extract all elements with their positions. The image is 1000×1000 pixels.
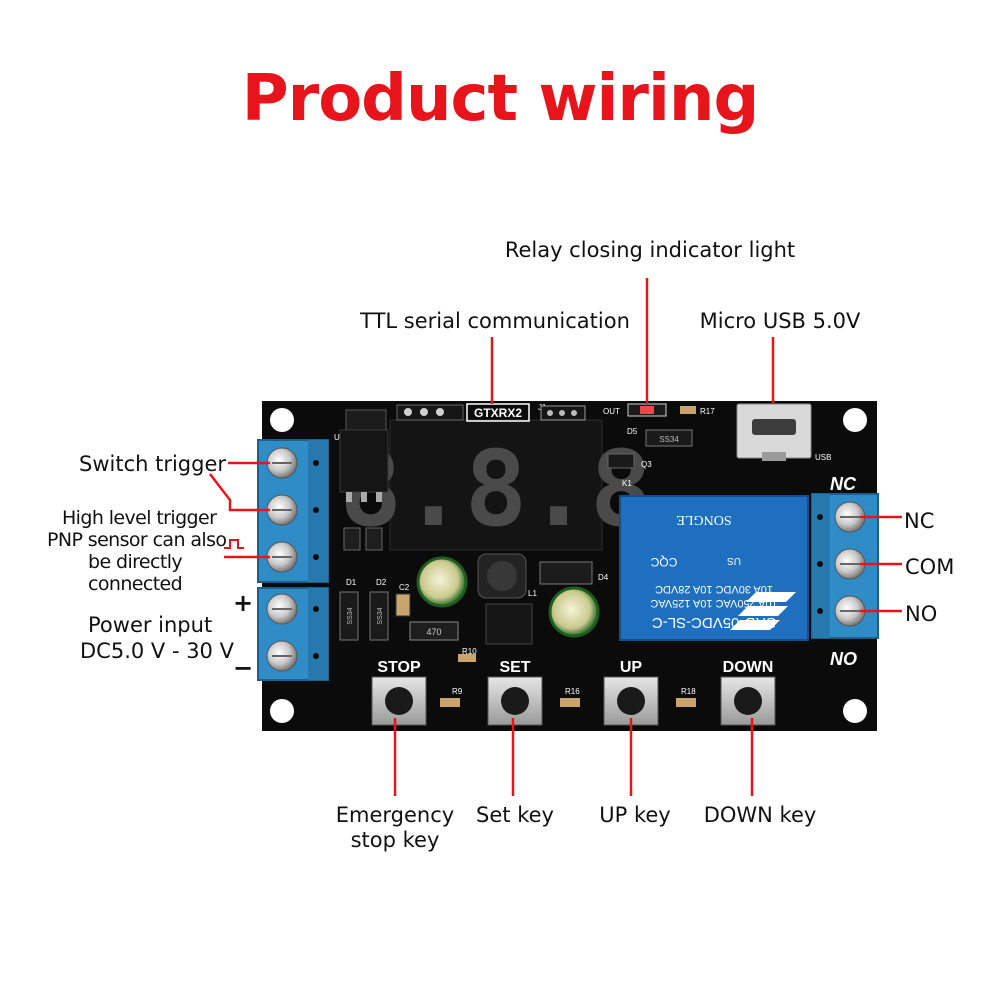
- svg-text:10A 30VDC 10A 28VDC: 10A 30VDC 10A 28VDC: [655, 583, 773, 595]
- ttl-header: [396, 404, 464, 421]
- micro-usb-label: Micro USB 5.0V: [699, 309, 861, 333]
- svg-text:R16: R16: [565, 687, 580, 696]
- nc-label: NC: [904, 509, 935, 533]
- svg-text:US: US: [727, 555, 741, 566]
- ss34-diode-b: [369, 591, 389, 641]
- nc-silkscreen: NC: [830, 474, 857, 494]
- header-label-box: [466, 403, 530, 422]
- down-button[interactable]: [720, 676, 776, 726]
- svg-text:K1: K1: [622, 479, 632, 488]
- set-key-label: Set key: [476, 803, 554, 827]
- power-range-label: DC5.0 V - 30 V: [80, 639, 234, 663]
- stop-silkscreen: STOP: [377, 659, 421, 676]
- svg-text:D4: D4: [598, 573, 609, 582]
- svg-text:CQC: CQC: [650, 555, 677, 569]
- svg-text:SS34: SS34: [377, 607, 384, 624]
- svg-text:D2: D2: [376, 578, 387, 587]
- mount-hole-bottom-right: [843, 699, 867, 723]
- svg-text:SONGLE: SONGLE: [676, 512, 731, 527]
- regulator-chip: [339, 429, 389, 493]
- ss34-diode-c: [645, 429, 693, 447]
- svg-text:L1: L1: [528, 589, 537, 598]
- svg-text:D1: D1: [346, 578, 357, 587]
- svg-text:470: 470: [426, 627, 441, 637]
- plus-sign: +: [233, 589, 254, 617]
- high-level-trigger-label: High level trigger: [62, 507, 217, 529]
- set-silkscreen: SET: [499, 659, 530, 676]
- display-digits: 8.8.8: [339, 428, 652, 550]
- no-label: NO: [905, 602, 938, 626]
- svg-text:U: U: [334, 433, 340, 442]
- mount-hole-top-right: [843, 408, 867, 432]
- svg-text:C2: C2: [399, 583, 410, 592]
- svg-text:USB: USB: [815, 453, 831, 462]
- relay-indicator-label: Relay closing indicator light: [504, 238, 796, 262]
- header-label: GTXRX2: [474, 406, 522, 420]
- page-title: Product wiring: [241, 62, 760, 136]
- pulse-symbol-icon: [224, 539, 244, 549]
- leader-lines: [209, 278, 902, 796]
- up-button[interactable]: [603, 676, 659, 726]
- ss34-diode-a: [339, 591, 359, 641]
- mount-hole-bottom-left: [270, 699, 294, 723]
- svg-text:R17: R17: [700, 407, 715, 416]
- mount-hole-top-left: [270, 408, 294, 432]
- leader-high-level: [209, 473, 270, 512]
- com-label: COM: [905, 555, 955, 579]
- svg-text:R9: R9: [452, 687, 463, 696]
- ttl-serial-label: TTL serial communication: [360, 309, 630, 333]
- power-input-label: Power input: [88, 613, 213, 637]
- control-ic: [485, 603, 533, 645]
- no-silkscreen: NO: [830, 649, 857, 669]
- svg-text:SS34: SS34: [659, 435, 679, 444]
- pnp-sensor-label: PNP sensor can also: [47, 529, 227, 551]
- set-button[interactable]: [487, 676, 543, 726]
- emergency-stop-label-line2: stop key: [350, 828, 440, 852]
- inductor-470: [409, 621, 459, 641]
- up-silkscreen: UP: [620, 659, 643, 676]
- electrolytic-capacitor-right: [548, 586, 600, 638]
- svg-text:OUT: OUT: [603, 407, 620, 416]
- minus-sign: −: [233, 654, 254, 682]
- down-silkscreen: DOWN: [723, 659, 774, 676]
- segment-display: [389, 419, 603, 551]
- connected-label: connected: [88, 573, 183, 595]
- svg-text:10A 250VAC 10A 125VAC: 10A 250VAC 10A 125VAC: [650, 597, 777, 609]
- switch-trigger-label: Switch trigger: [79, 452, 227, 476]
- be-directly-label: be directly: [88, 551, 183, 573]
- emergency-stop-label-line1: Emergency: [335, 803, 455, 827]
- stop-button[interactable]: [371, 676, 427, 726]
- svg-text:SS34: SS34: [347, 607, 354, 624]
- electrolytic-capacitor-left: [416, 556, 468, 608]
- svg-text:Q3: Q3: [641, 460, 652, 469]
- svg-text:D5: D5: [627, 427, 638, 436]
- down-key-label: DOWN key: [703, 803, 817, 827]
- up-key-label: UP key: [599, 803, 671, 827]
- svg-text:R10: R10: [462, 647, 477, 656]
- svg-text:R18: R18: [681, 687, 696, 696]
